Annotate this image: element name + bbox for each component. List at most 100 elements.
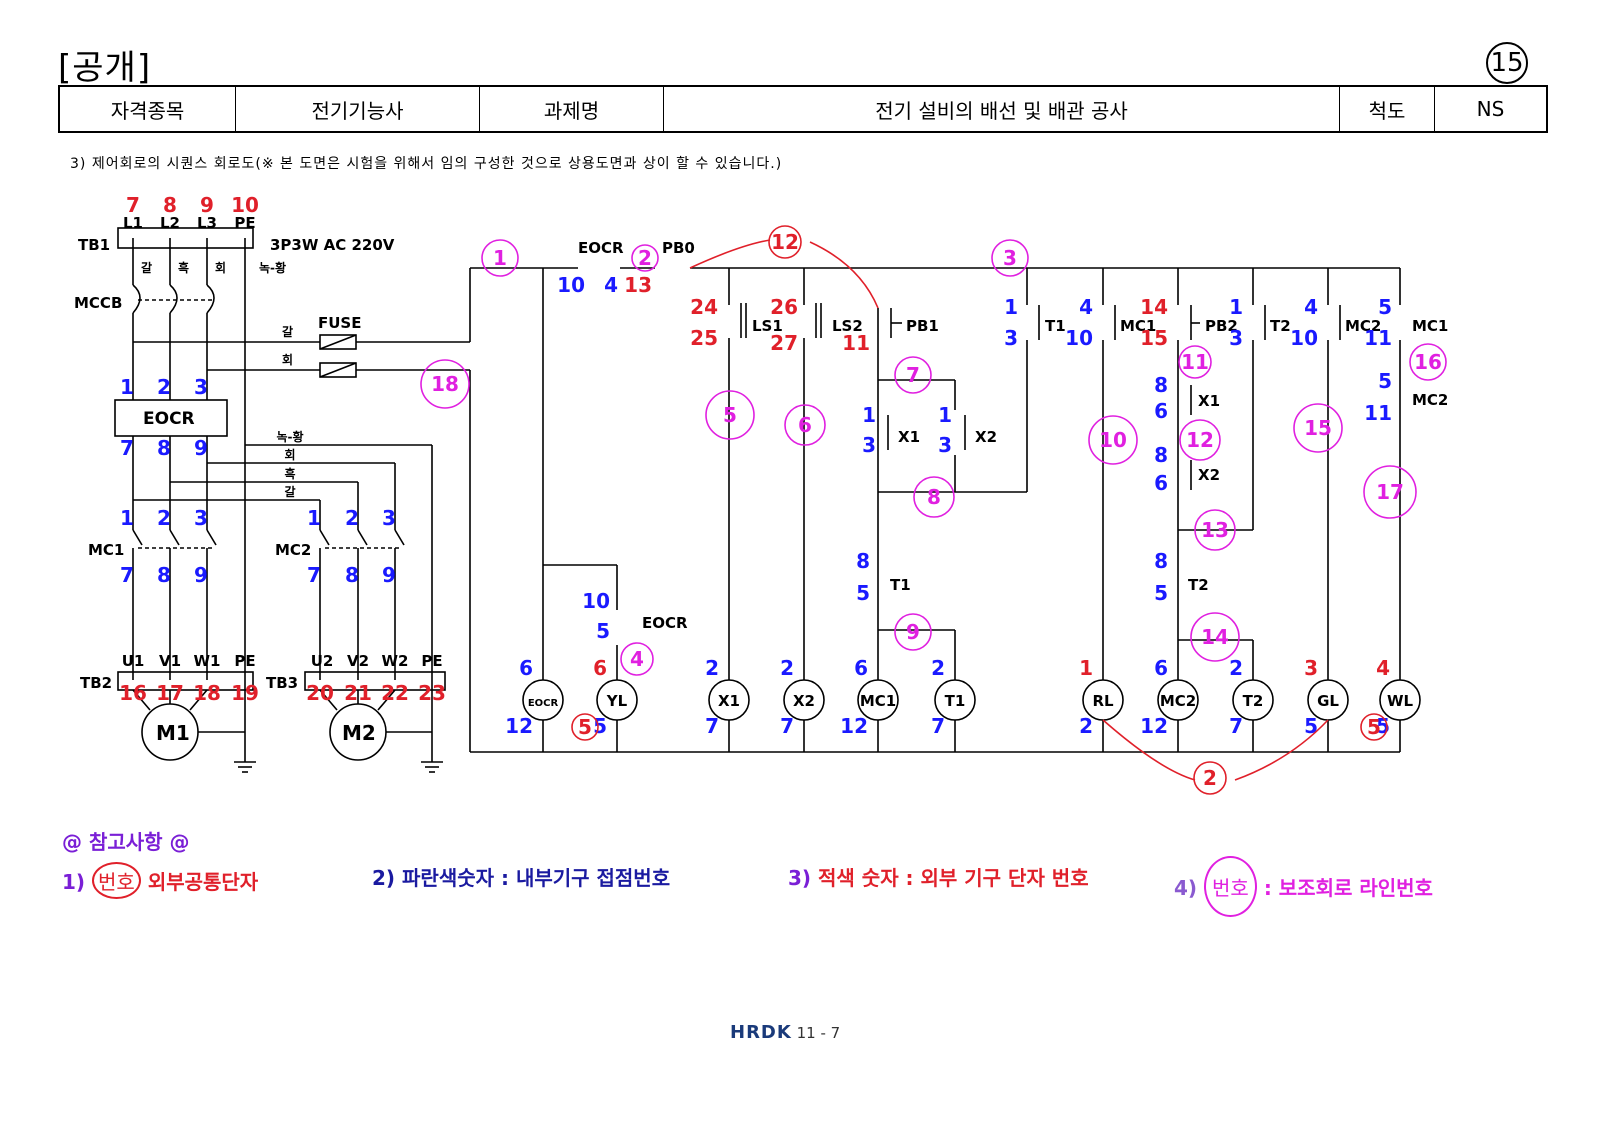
power-circuit-wires [114, 227, 471, 773]
tb2-label: TB2 [80, 674, 112, 692]
line-marker-10: 11 [1181, 350, 1209, 374]
info-cell-qualification: 전기기능사 [235, 85, 480, 133]
extra-marker-circle-2 [1360, 713, 1388, 741]
motor-m2: M2 [342, 721, 376, 745]
mc1-in-2: 3 [194, 506, 208, 530]
ctrl-num-21: 11 [1364, 401, 1392, 425]
tb3-num-0: 20 [306, 681, 334, 705]
line-marker-circle-16 [1193, 761, 1227, 795]
tb1-label: TB1 [78, 236, 110, 254]
tb3-term-0: U2 [311, 652, 334, 670]
ctrl-num-1: 4 [604, 273, 618, 297]
line-marker-circle-15 [1363, 465, 1417, 519]
lamp-1 [596, 679, 638, 721]
mc1-in-1: 2 [157, 506, 171, 530]
tb3-term-1: V2 [347, 652, 369, 670]
extra-marker-circle-3 [620, 642, 654, 676]
line-marker-circle-5 [894, 356, 932, 394]
line-marker-0: 1 [493, 246, 507, 270]
ctrl-num-32: 8 [1154, 549, 1168, 573]
ctrl-num-11: 10 [1065, 326, 1093, 350]
ctrl-label-15: X2 [1198, 466, 1220, 484]
lamp-4 [857, 679, 899, 721]
line-marker-circle-1 [631, 244, 659, 272]
lamp-top-num-2: 2 [705, 656, 719, 680]
eocr-in-2: 3 [194, 375, 208, 399]
ctrl-num-16: 4 [1304, 295, 1318, 319]
ctrl-num-25: 3 [938, 433, 952, 457]
lamp-7 [1157, 679, 1199, 721]
lamp-label-6: RL [1092, 692, 1114, 710]
lamp-top-num-8: 2 [1229, 656, 1243, 680]
ctrl-num-13: 15 [1140, 326, 1168, 350]
mc2-in-1: 2 [345, 506, 359, 530]
lamp-bot-num-0: 12 [505, 714, 533, 738]
lamp-group: EOCR612YL65X127X227MC1612T127RL12MC2612T… [505, 656, 1421, 738]
tb2-num-3: 19 [231, 681, 259, 705]
extra-marker-0: 12 [771, 230, 799, 254]
line-marker-2: 3 [1003, 246, 1017, 270]
bus-color-3: 갈 [284, 485, 295, 499]
lamp-top-num-10: 4 [1376, 656, 1390, 680]
wire-color-0: 갈 [141, 261, 152, 275]
note-3-text: 적색 숫자 : 외부 기구 단자 번호 [818, 866, 1089, 890]
lamp-label-5: T1 [945, 692, 966, 710]
ctrl-label-0: EOCR [578, 239, 624, 257]
ctrl-num-3: 24 [690, 295, 718, 319]
note-1-prefix: 1) [62, 870, 86, 894]
ctrl-label-17: T2 [1188, 576, 1209, 594]
line-marker-8: 10 [1099, 428, 1127, 452]
line-marker-circle-12 [1190, 612, 1240, 662]
footer: HRDK 11 - 7 [730, 1022, 840, 1043]
tb3-label: TB3 [266, 674, 298, 692]
line-marker-circle-2 [991, 239, 1029, 277]
motor-m1: M1 [156, 721, 190, 745]
lamp-label-7: MC2 [1160, 692, 1196, 710]
lamp-top-num-3: 2 [780, 656, 794, 680]
fuse-label: FUSE [318, 314, 361, 332]
line-marker-circle-7 [894, 613, 932, 651]
line-marker-circle-4 [784, 404, 826, 446]
eocr-out-1: 8 [157, 436, 171, 460]
lamp-8 [1232, 679, 1274, 721]
tb1-phase-0: L1 [123, 214, 143, 232]
lamp-top-num-0: 6 [519, 656, 533, 680]
extra-marker-circle-0 [768, 225, 802, 259]
info-cell-task-name: 전기 설비의 배선 및 배관 공사 [663, 85, 1340, 133]
mc1-in-0: 1 [120, 506, 134, 530]
tb1-num-1: 8 [163, 193, 177, 217]
lamp-top-num-4: 6 [854, 656, 868, 680]
ctrl-num-17: 10 [1290, 326, 1318, 350]
ctrl-num-23: 3 [862, 433, 876, 457]
lamp-label-2: X1 [718, 692, 740, 710]
ctrl-num-9: 3 [1004, 326, 1018, 350]
lamp-label-3: X2 [793, 692, 815, 710]
external-common-links [689, 239, 1329, 781]
tb2-num-1: 17 [156, 681, 184, 705]
lamp-bot-num-2: 7 [705, 714, 719, 738]
ctrl-label-7: PB2 [1205, 317, 1238, 335]
info-table: 자격종목 전기기능사 과제명 전기 설비의 배선 및 배관 공사 척도 NS [58, 85, 1548, 133]
bus-color-2: 흑 [284, 466, 295, 481]
line-marker-17: 18 [431, 372, 459, 396]
extra-marker-3: 4 [630, 647, 644, 671]
tb2-num-2: 18 [193, 681, 221, 705]
line-marker-circle-14 [1409, 343, 1447, 381]
tb3-num-2: 22 [381, 681, 409, 705]
lamp-bot-num-8: 7 [1229, 714, 1243, 738]
mc1-out-0: 7 [120, 563, 134, 587]
line-marker-circle-3 [705, 390, 755, 440]
note-1-text: 외부공통단자 [147, 870, 259, 894]
mccb-label: MCCB [74, 294, 122, 312]
line-marker-16: 2 [1203, 766, 1217, 790]
lamp-label-1: YL [606, 692, 628, 710]
tb2-term-2: W1 [194, 652, 221, 670]
ctrl-label-8: T2 [1270, 317, 1291, 335]
wire-color-3: 녹-황 [259, 260, 286, 275]
lamp-label-9: GL [1317, 692, 1339, 710]
eocr-out-0: 7 [120, 436, 134, 460]
ctrl-label-18: EOCR [642, 614, 688, 632]
line-marker-circle-8 [1088, 415, 1138, 465]
ctrl-label-9: MC2 [1345, 317, 1381, 335]
